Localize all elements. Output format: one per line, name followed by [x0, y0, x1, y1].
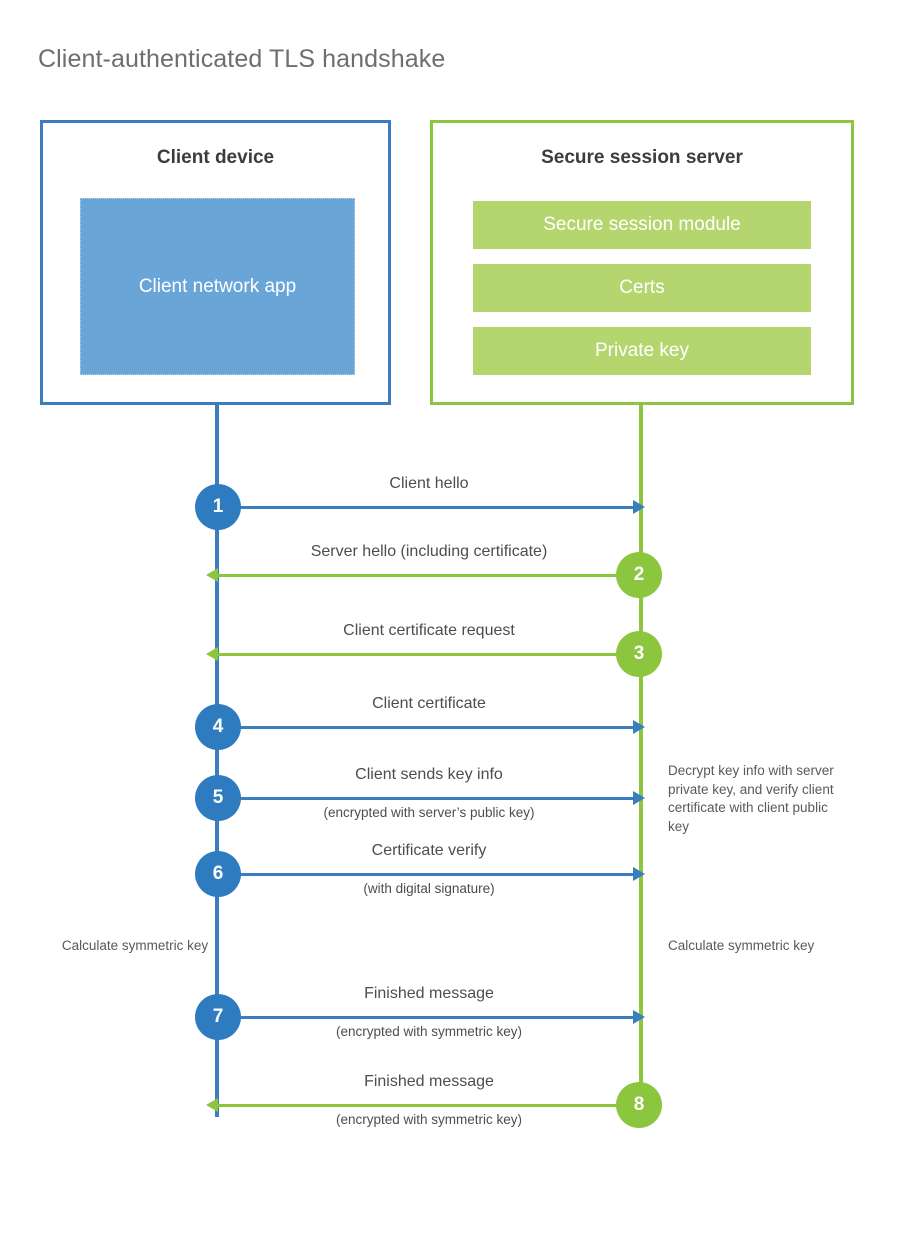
step-badge-2: 2: [616, 552, 662, 598]
step-badge-5: 5: [195, 775, 241, 821]
message-6-label: Certificate verify: [371, 842, 487, 859]
arrow-head-left-icon: [206, 647, 218, 661]
message-1-arrow-line: [217, 506, 641, 509]
message-2-label: Server hello (including certificate): [310, 543, 548, 560]
arrow-head-right-icon: [633, 867, 645, 881]
message-3-label: Client certificate request: [343, 622, 515, 639]
message-1-label: Client hello: [389, 475, 469, 492]
message-5-label: Client sends key info: [355, 766, 503, 783]
server-module-secure-session-module: Secure session module: [473, 201, 811, 249]
message-5-arrow-line: [217, 797, 641, 800]
message-7-arrow-line: [217, 1016, 641, 1019]
arrow-head-left-icon: [206, 1098, 218, 1112]
step-badge-6: 6: [195, 851, 241, 897]
page-title: Client-authenticated TLS handshake: [38, 44, 446, 73]
server-module-certs: Certs: [473, 264, 811, 312]
message-8-sublabel: (encrypted with symmetric key): [335, 1112, 523, 1127]
secure-session-server-box: Secure session server Secure session mod…: [430, 120, 854, 405]
message-7-sublabel: (encrypted with symmetric key): [335, 1024, 523, 1039]
step-badge-7: 7: [195, 994, 241, 1040]
message-2-arrow-line: [217, 574, 641, 577]
message-5-sublabel: (encrypted with server’s public key): [323, 805, 535, 820]
step-badge-3: 3: [616, 631, 662, 677]
message-6-arrow-line: [217, 873, 641, 876]
client-device-box: Client device Client network app: [40, 120, 391, 405]
arrow-head-right-icon: [633, 1010, 645, 1024]
message-7-label: Finished message: [364, 985, 494, 1002]
client-network-app-block: Client network app: [80, 198, 355, 375]
step-badge-8: 8: [616, 1082, 662, 1128]
arrow-head-right-icon: [633, 791, 645, 805]
step-badge-4: 4: [195, 704, 241, 750]
note-server-calculate-symmetric-key: Calculate symmetric key: [668, 938, 815, 953]
message-8-label: Finished message: [364, 1073, 494, 1090]
message-6-sublabel: (with digital signature): [363, 881, 495, 896]
note-client-calculate-symmetric-key: Calculate symmetric key: [61, 938, 209, 953]
secure-session-server-title: Secure session server: [541, 147, 743, 168]
step-badge-1: 1: [195, 484, 241, 530]
server-module-private-key: Private key: [473, 327, 811, 375]
message-8-arrow-line: [217, 1104, 641, 1107]
client-lifeline: [215, 403, 219, 1117]
server-lifeline: [639, 403, 643, 1105]
message-3-arrow-line: [217, 653, 641, 656]
message-4-label: Client certificate: [372, 695, 486, 712]
message-4-arrow-line: [217, 726, 641, 729]
arrow-head-left-icon: [206, 568, 218, 582]
arrow-head-right-icon: [633, 500, 645, 514]
arrow-head-right-icon: [633, 720, 645, 734]
client-device-title: Client device: [156, 147, 275, 168]
note-server-decrypt-key-info: Decrypt key info with server private key…: [668, 763, 834, 834]
